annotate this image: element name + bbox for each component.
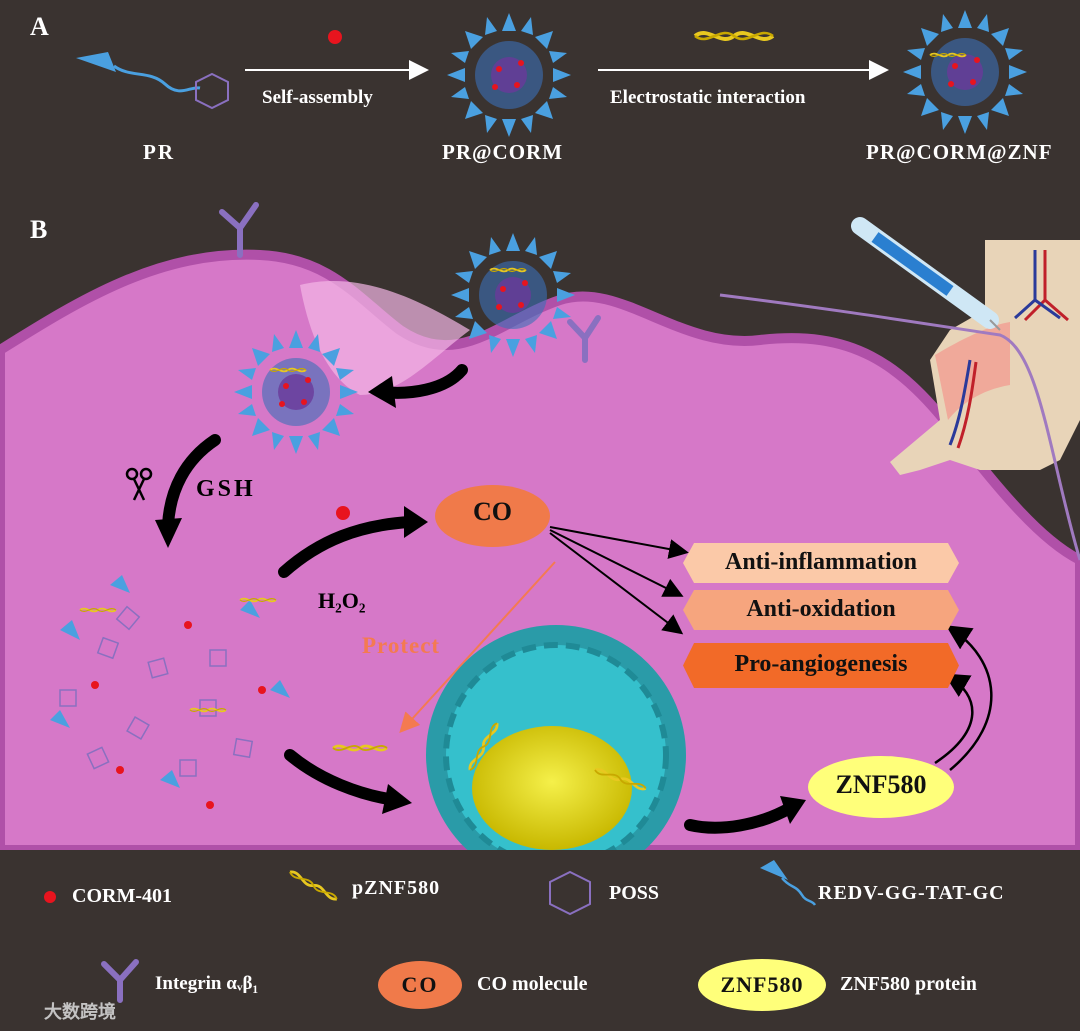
label-pr-corm: PR@CORM bbox=[442, 140, 564, 164]
legend-band bbox=[0, 850, 1080, 1031]
legend-redv-icon bbox=[760, 860, 817, 906]
legend-znf-badge-text: ZNF580 bbox=[720, 972, 804, 997]
legend-znf-badge bbox=[698, 959, 826, 1011]
legend-poss-icon bbox=[549, 870, 591, 916]
co-label: CO bbox=[473, 497, 512, 526]
label-protect: Protect bbox=[362, 633, 441, 658]
scissors-icon bbox=[125, 467, 153, 501]
legend-redv: REDV-GG-TAT-GC bbox=[818, 882, 1005, 904]
nanoparticle-pr-corm-znf bbox=[903, 10, 1027, 134]
effect-anti-inflammation: Anti-inflammation bbox=[683, 543, 959, 583]
legend-corm-icon bbox=[44, 891, 56, 903]
disassembled-fragments bbox=[50, 575, 290, 809]
label-h2o2: H₂O₂ bbox=[318, 588, 366, 613]
legend-pznf580: pZNF580 bbox=[352, 877, 441, 899]
znf580-label: ZNF580 bbox=[835, 770, 927, 799]
nanoparticle-pr-corm bbox=[447, 13, 571, 137]
effect-anti-oxidation: Anti-oxidation bbox=[683, 590, 959, 630]
corm-dot-icon bbox=[336, 506, 350, 520]
legend-co-badge-text: CO bbox=[401, 972, 439, 997]
arrow-to-nucleus bbox=[284, 749, 401, 806]
panel-label-b: B bbox=[30, 215, 48, 244]
arrow-gsh bbox=[162, 434, 221, 531]
label-pr-corm-znf: PR@CORM@ZNF bbox=[866, 140, 1053, 164]
co-molecule-badge: CO bbox=[435, 485, 550, 547]
legend-poss: POSS bbox=[609, 882, 660, 904]
effect-pro-angiogenesis: Pro-angiogenesis bbox=[683, 643, 959, 688]
mouse-injection-illustration bbox=[890, 240, 1080, 475]
legend-co-badge bbox=[378, 961, 462, 1009]
watermark: 大数跨境 bbox=[44, 1002, 116, 1023]
syringe-icon bbox=[851, 217, 1001, 331]
corm-dot-icon bbox=[328, 30, 342, 44]
effect-label: Anti-inflammation bbox=[725, 549, 917, 575]
znf580-protein-badge: ZNF580 bbox=[808, 756, 954, 818]
legend-znf-protein: ZNF580 protein bbox=[840, 973, 977, 995]
panel-label-a: A bbox=[30, 12, 49, 41]
arrow-co-release bbox=[278, 516, 416, 578]
effect-label: Pro-angiogenesis bbox=[734, 651, 908, 677]
legend-integrin-icon bbox=[101, 959, 139, 1003]
arrow-to-znf bbox=[684, 802, 796, 834]
legend-corm401: CORM-401 bbox=[72, 885, 172, 907]
pznf-dna-icon bbox=[693, 31, 775, 41]
legend-co-molecule: CO molecule bbox=[477, 973, 588, 995]
label-electrostatic: Electrostatic interaction bbox=[610, 87, 806, 108]
integrin-receptor-icon bbox=[219, 202, 601, 363]
legend-integrin: Integrin αᵥβ₁ bbox=[155, 973, 259, 994]
label-pr: PR bbox=[143, 140, 175, 164]
arrow-protect bbox=[399, 561, 556, 733]
effect-label: Anti-oxidation bbox=[746, 596, 896, 622]
nucleus-icon bbox=[426, 625, 686, 885]
label-gsh: GSH bbox=[196, 476, 256, 502]
pr-monomer-icon bbox=[76, 52, 229, 110]
label-self-assembly: Self-assembly bbox=[262, 87, 373, 108]
